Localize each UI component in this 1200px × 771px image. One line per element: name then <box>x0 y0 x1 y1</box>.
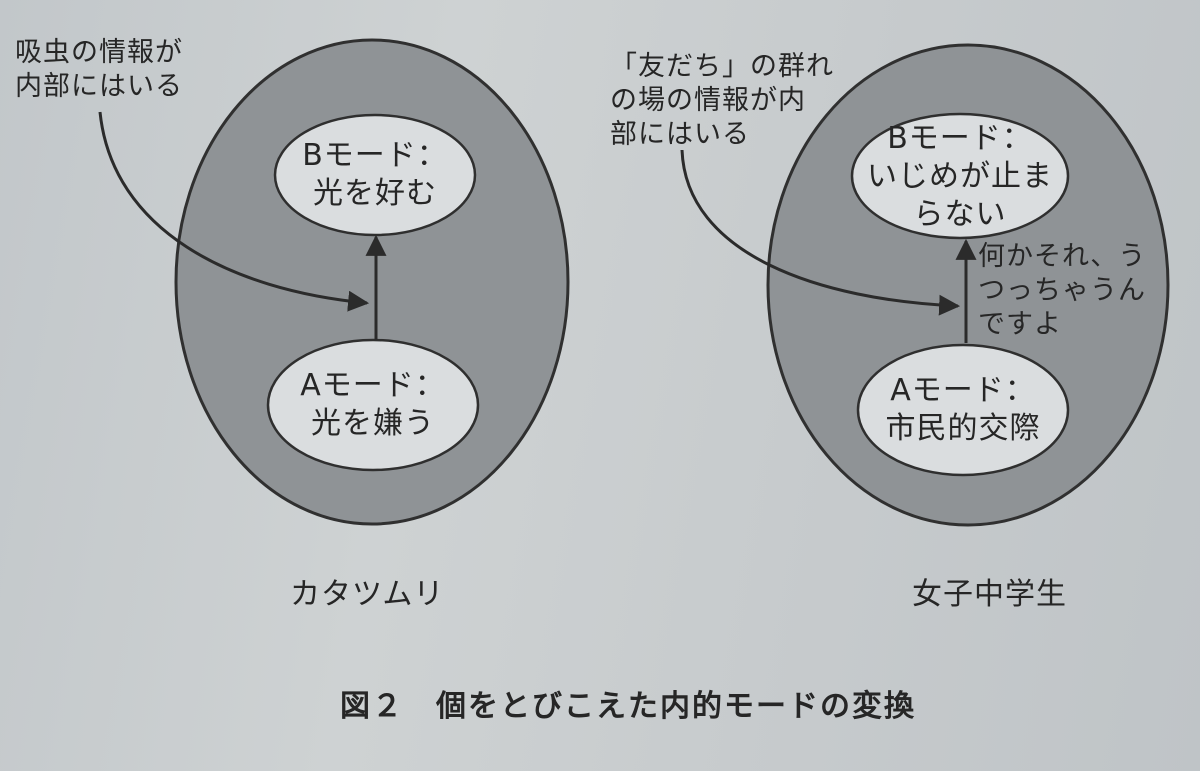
right-mode-a-label: Aモード： 市民的交際 <box>885 373 1041 446</box>
right-mode-b-label: Bモード： いじめが止ま らない <box>867 121 1053 232</box>
right-mode-a-ellipse <box>856 343 1070 477</box>
right-caption: 女子中学生 <box>912 577 1067 612</box>
right-mode-b-ellipse <box>850 112 1070 240</box>
left-mode-a-label: Aモード： 光を嫌う <box>300 368 446 441</box>
left-mode-b-label: Bモード： 光を好む <box>302 138 448 211</box>
right-external-info-arrow <box>680 149 961 316</box>
left-mode-a-ellipse <box>266 338 480 472</box>
right-arrow-note: 何かそれ、う つっちゃうん ですよ <box>978 241 1147 340</box>
left-external-info-label: 吸虫の情報が 内部にはいる <box>15 37 183 102</box>
left-external-info-arrow <box>98 111 370 312</box>
left-caption: カタツムリ <box>290 577 445 612</box>
figure-caption: 図２ 個をとびこえた内的モードの変換 <box>340 689 916 724</box>
right-external-info-label: 「友だち」の群れ の場の情報が内 部にはいる <box>610 51 834 150</box>
